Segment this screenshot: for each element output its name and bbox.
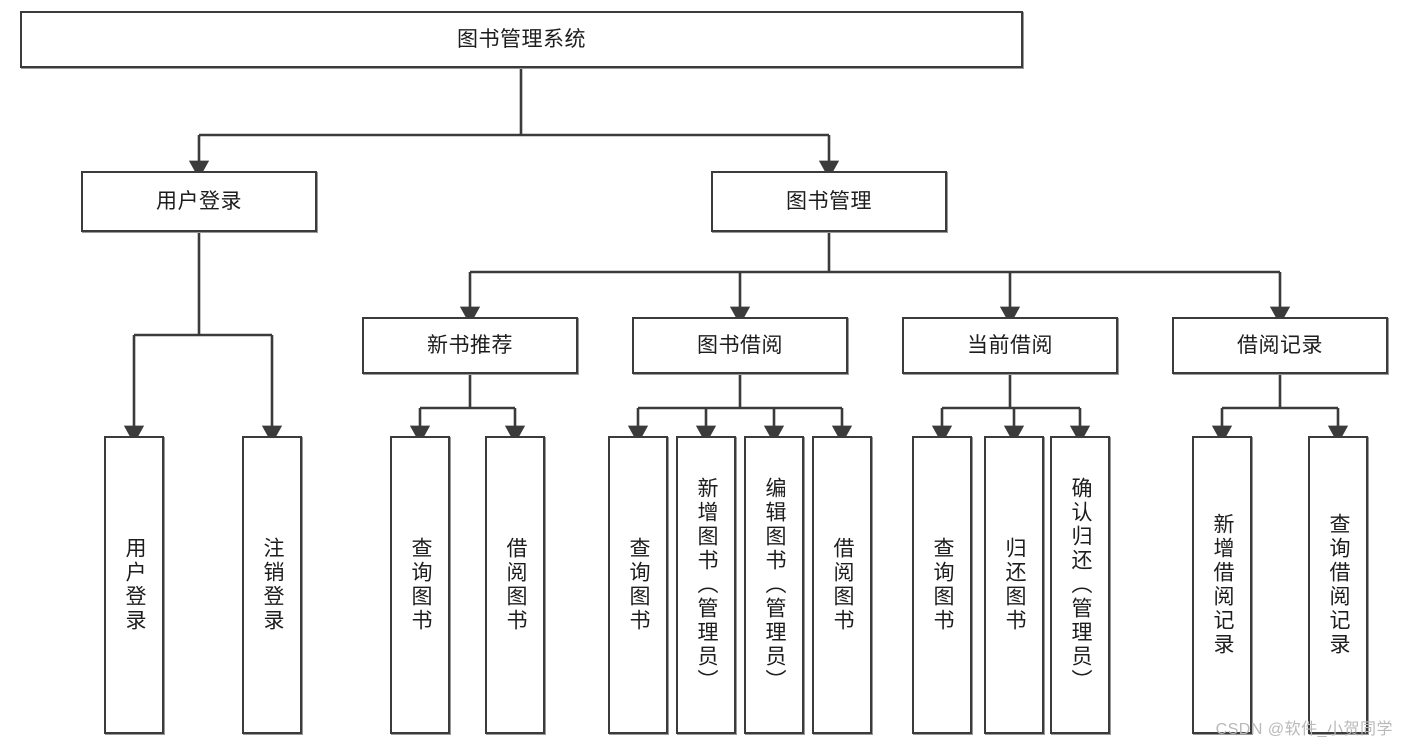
node-label-leaf-user-logout: 注销登录 [261,537,285,633]
node-label-leaf-rec-borrow: 借阅图书 [504,537,528,633]
node-leaf-cur-return[interactable]: 归还图书 [984,436,1044,734]
node-leaf-user-logout[interactable]: 注销登录 [242,436,302,734]
node-label-leaf-cur-confirm: 确认归还（管理员） [1069,477,1093,693]
node-label-current-borrow: 当前借阅 [967,333,1053,357]
connector-lines [123,68,1349,444]
node-root[interactable]: 图书管理系统 [20,11,1023,68]
node-label-user-login: 用户登录 [156,189,242,213]
node-book-manage[interactable]: 图书管理 [711,171,947,232]
node-leaf-borrow-query[interactable]: 查询图书 [608,436,668,734]
node-borrow-record[interactable]: 借阅记录 [1172,317,1388,374]
node-label-leaf-rec-query: 查询图书 [409,537,433,633]
node-leaf-borrow-do[interactable]: 借阅图书 [812,436,872,734]
node-leaf-borrow-add[interactable]: 新增图书（管理员） [676,436,736,734]
node-label-new-book-rec: 新书推荐 [427,333,513,357]
node-label-book-manage: 图书管理 [786,189,872,213]
node-label-book-borrow: 图书借阅 [697,333,783,357]
node-leaf-rec-borrow[interactable]: 借阅图书 [485,436,545,734]
node-label-leaf-rec-add: 新增借阅记录 [1211,513,1235,657]
node-label-leaf-cur-query: 查询图书 [931,537,955,633]
node-leaf-rec-query[interactable]: 查询图书 [390,436,450,734]
node-label-leaf-rec-search: 查询借阅记录 [1327,513,1351,657]
node-current-borrow[interactable]: 当前借阅 [902,317,1118,374]
node-leaf-cur-query[interactable]: 查询图书 [912,436,972,734]
node-label-leaf-user-login: 用户登录 [123,537,147,633]
node-label-leaf-borrow-query: 查询图书 [627,537,651,633]
node-label-leaf-borrow-add: 新增图书（管理员） [695,477,719,693]
node-book-borrow[interactable]: 图书借阅 [632,317,848,374]
node-leaf-cur-confirm[interactable]: 确认归还（管理员） [1050,436,1110,734]
node-new-book-rec[interactable]: 新书推荐 [362,317,578,374]
node-leaf-rec-search[interactable]: 查询借阅记录 [1308,436,1368,734]
node-user-login[interactable]: 用户登录 [81,171,317,232]
node-label-leaf-borrow-do: 借阅图书 [831,537,855,633]
node-label-borrow-record: 借阅记录 [1237,333,1323,357]
node-label-leaf-borrow-edit: 编辑图书（管理员） [763,477,787,693]
node-leaf-user-login[interactable]: 用户登录 [104,436,164,734]
node-label-root: 图书管理系统 [457,27,586,51]
node-leaf-rec-add[interactable]: 新增借阅记录 [1192,436,1252,734]
node-leaf-borrow-edit[interactable]: 编辑图书（管理员） [744,436,804,734]
node-label-leaf-cur-return: 归还图书 [1003,537,1027,633]
